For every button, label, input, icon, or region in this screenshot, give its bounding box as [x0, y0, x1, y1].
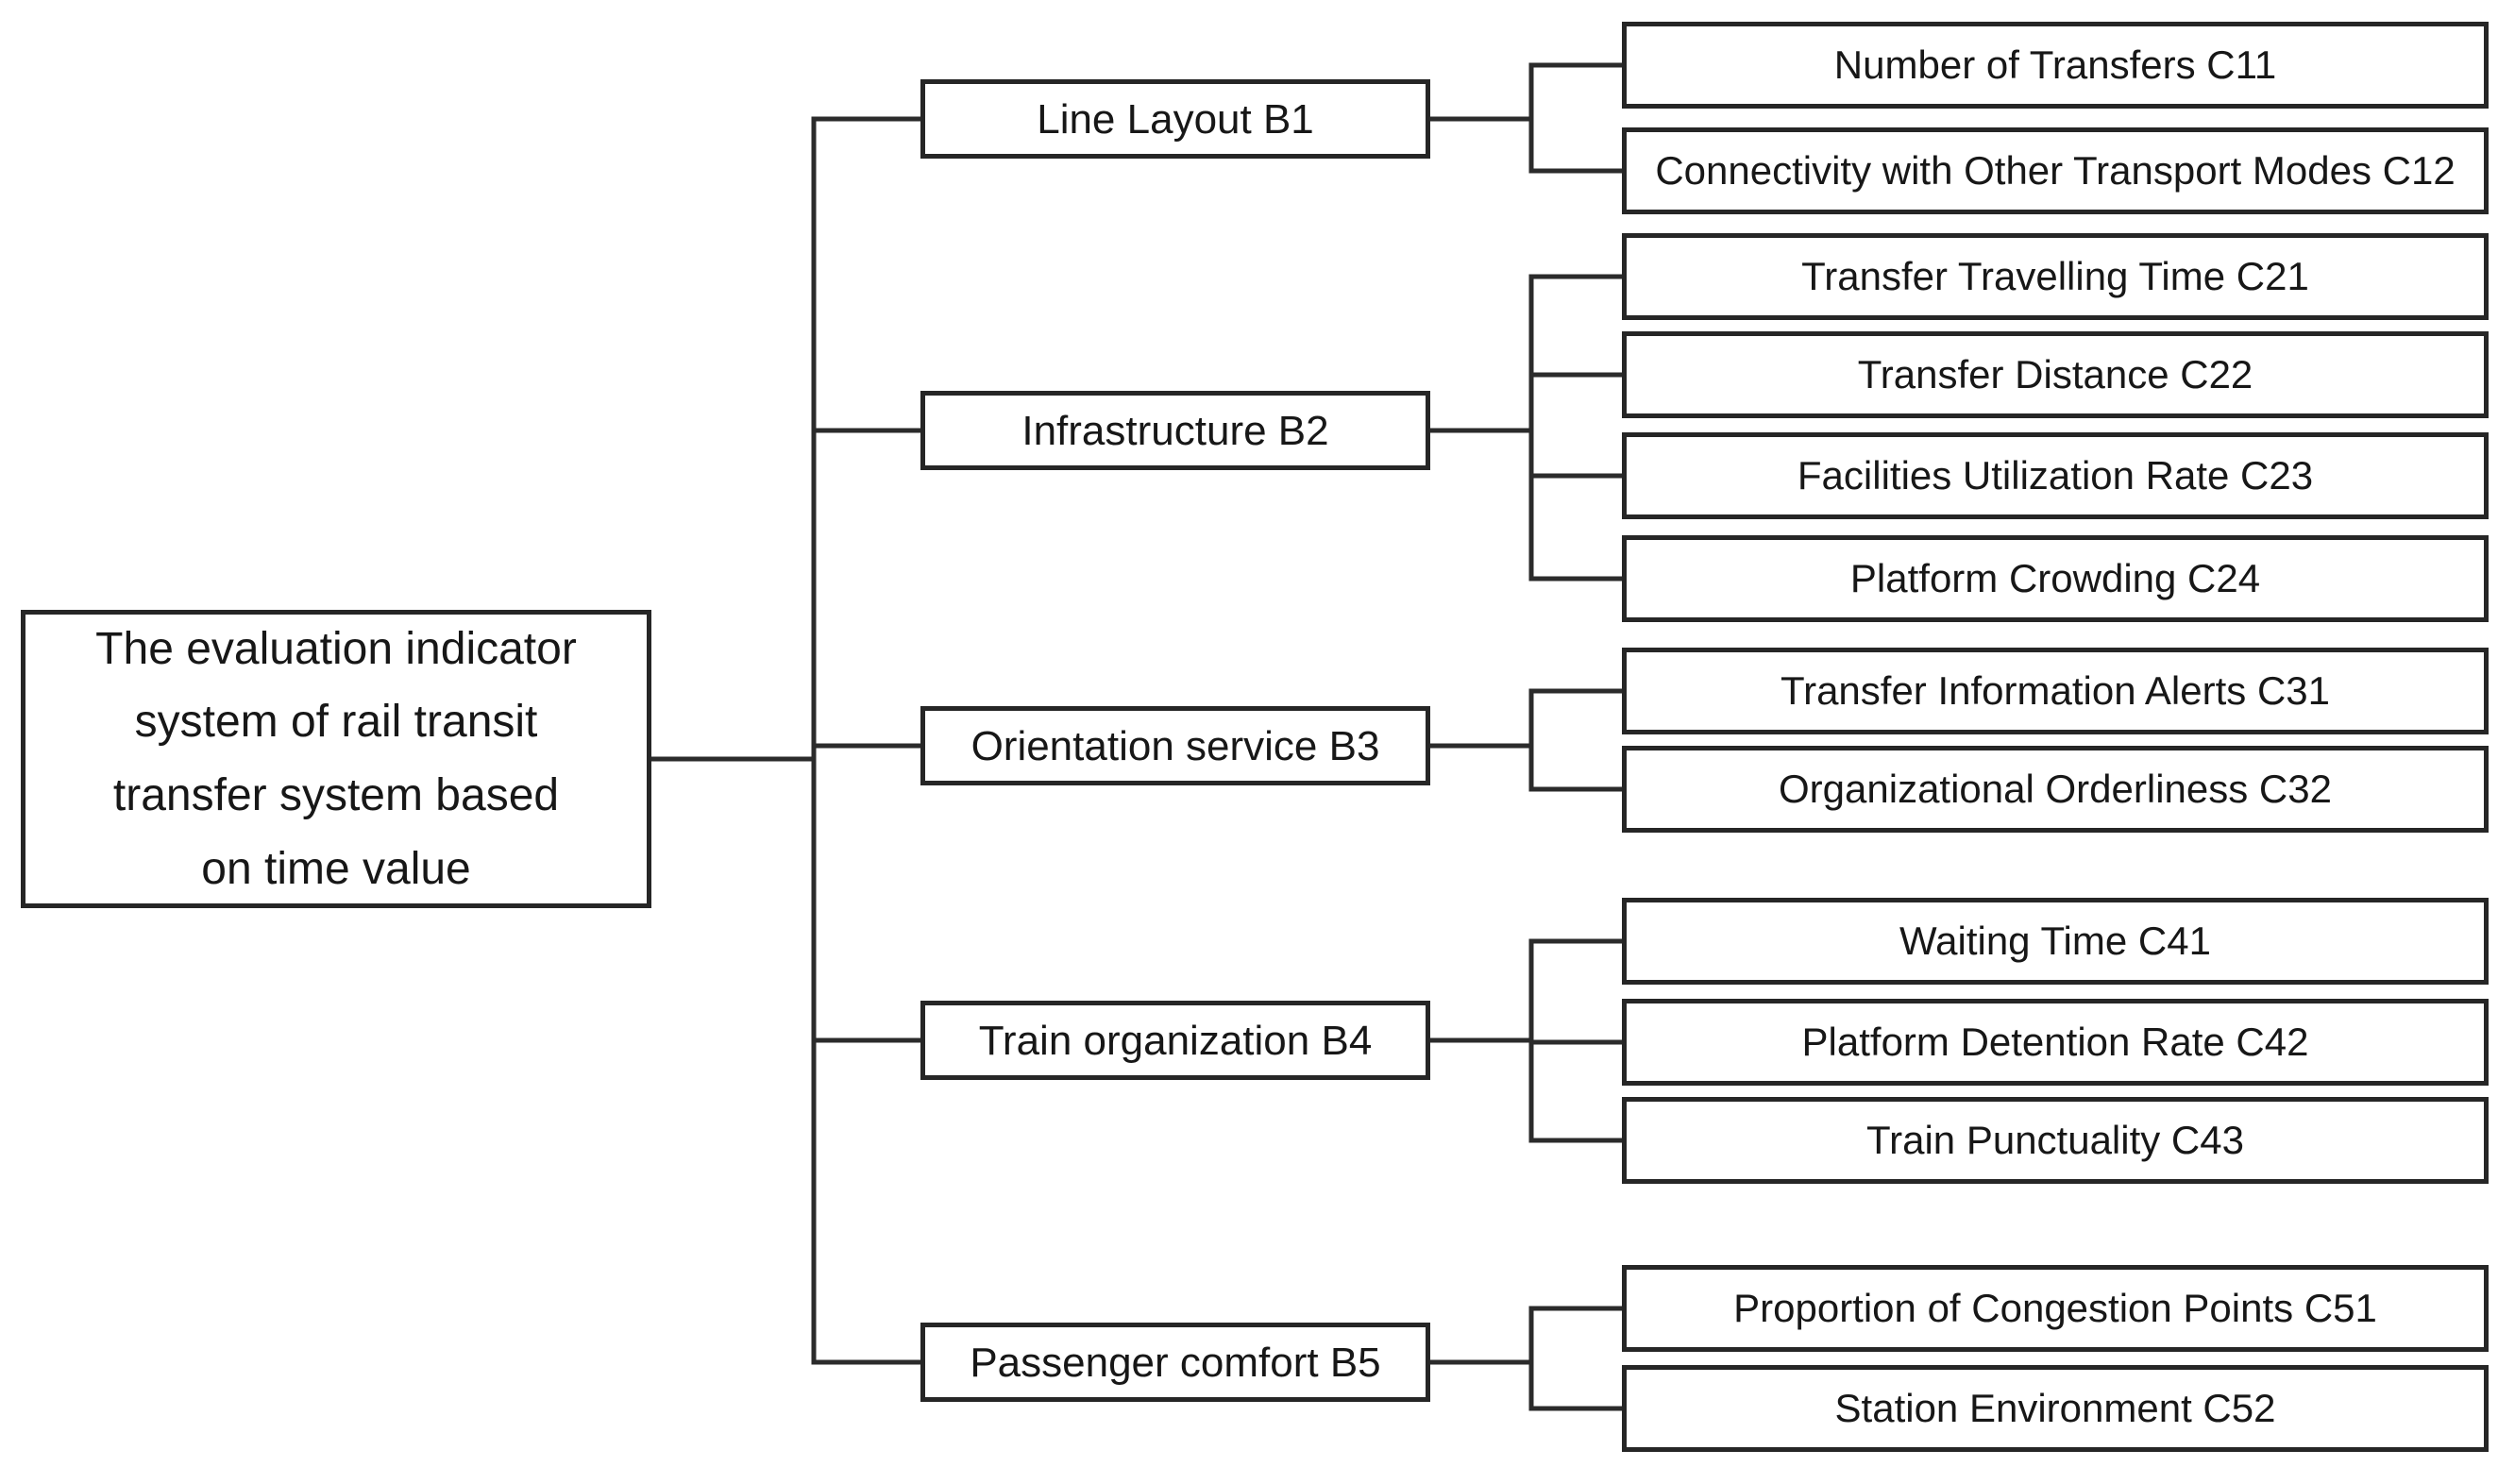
root-label-line-3: transfer system based	[112, 770, 560, 820]
leaf-node-c32: Organizational Orderliness C32	[1622, 746, 2489, 833]
leaf-node-c12: Connectivity with Other Transport Modes …	[1622, 127, 2489, 214]
branch-node-b1: Line Layout B1	[920, 79, 1430, 159]
leaf-node-c24: Platform Crowding C24	[1622, 535, 2489, 622]
branch-node-b4: Train organization B4	[920, 1001, 1430, 1080]
branch-node-b2: Infrastructure B2	[920, 391, 1430, 470]
root-label-line-4: on time value	[201, 843, 471, 894]
leaf-node-c41: Waiting Time C41	[1622, 898, 2489, 985]
leaf-node-c23: Facilities Utilization Rate C23	[1622, 432, 2489, 519]
root-label-line-1: The evaluation indicator	[95, 623, 577, 674]
branch-node-b5: Passenger comfort B5	[920, 1323, 1430, 1402]
root-label: The evaluation indicator system of rail …	[95, 613, 577, 906]
leaf-node-c22: Transfer Distance C22	[1622, 331, 2489, 418]
leaf-node-c43: Train Punctuality C43	[1622, 1097, 2489, 1184]
leaf-node-c11: Number of Transfers C11	[1622, 22, 2489, 109]
leaf-node-c21: Transfer Travelling Time C21	[1622, 233, 2489, 320]
leaf-node-c51: Proportion of Congestion Points C51	[1622, 1265, 2489, 1352]
leaf-node-c52: Station Environment C52	[1622, 1365, 2489, 1452]
leaf-node-c31: Transfer Information Alerts C31	[1622, 648, 2489, 734]
branch-node-b3: Orientation service B3	[920, 706, 1430, 785]
root-node: The evaluation indicator system of rail …	[21, 610, 651, 908]
root-label-line-2: system of rail transit	[134, 697, 538, 748]
leaf-node-c42: Platform Detention Rate C42	[1622, 999, 2489, 1086]
